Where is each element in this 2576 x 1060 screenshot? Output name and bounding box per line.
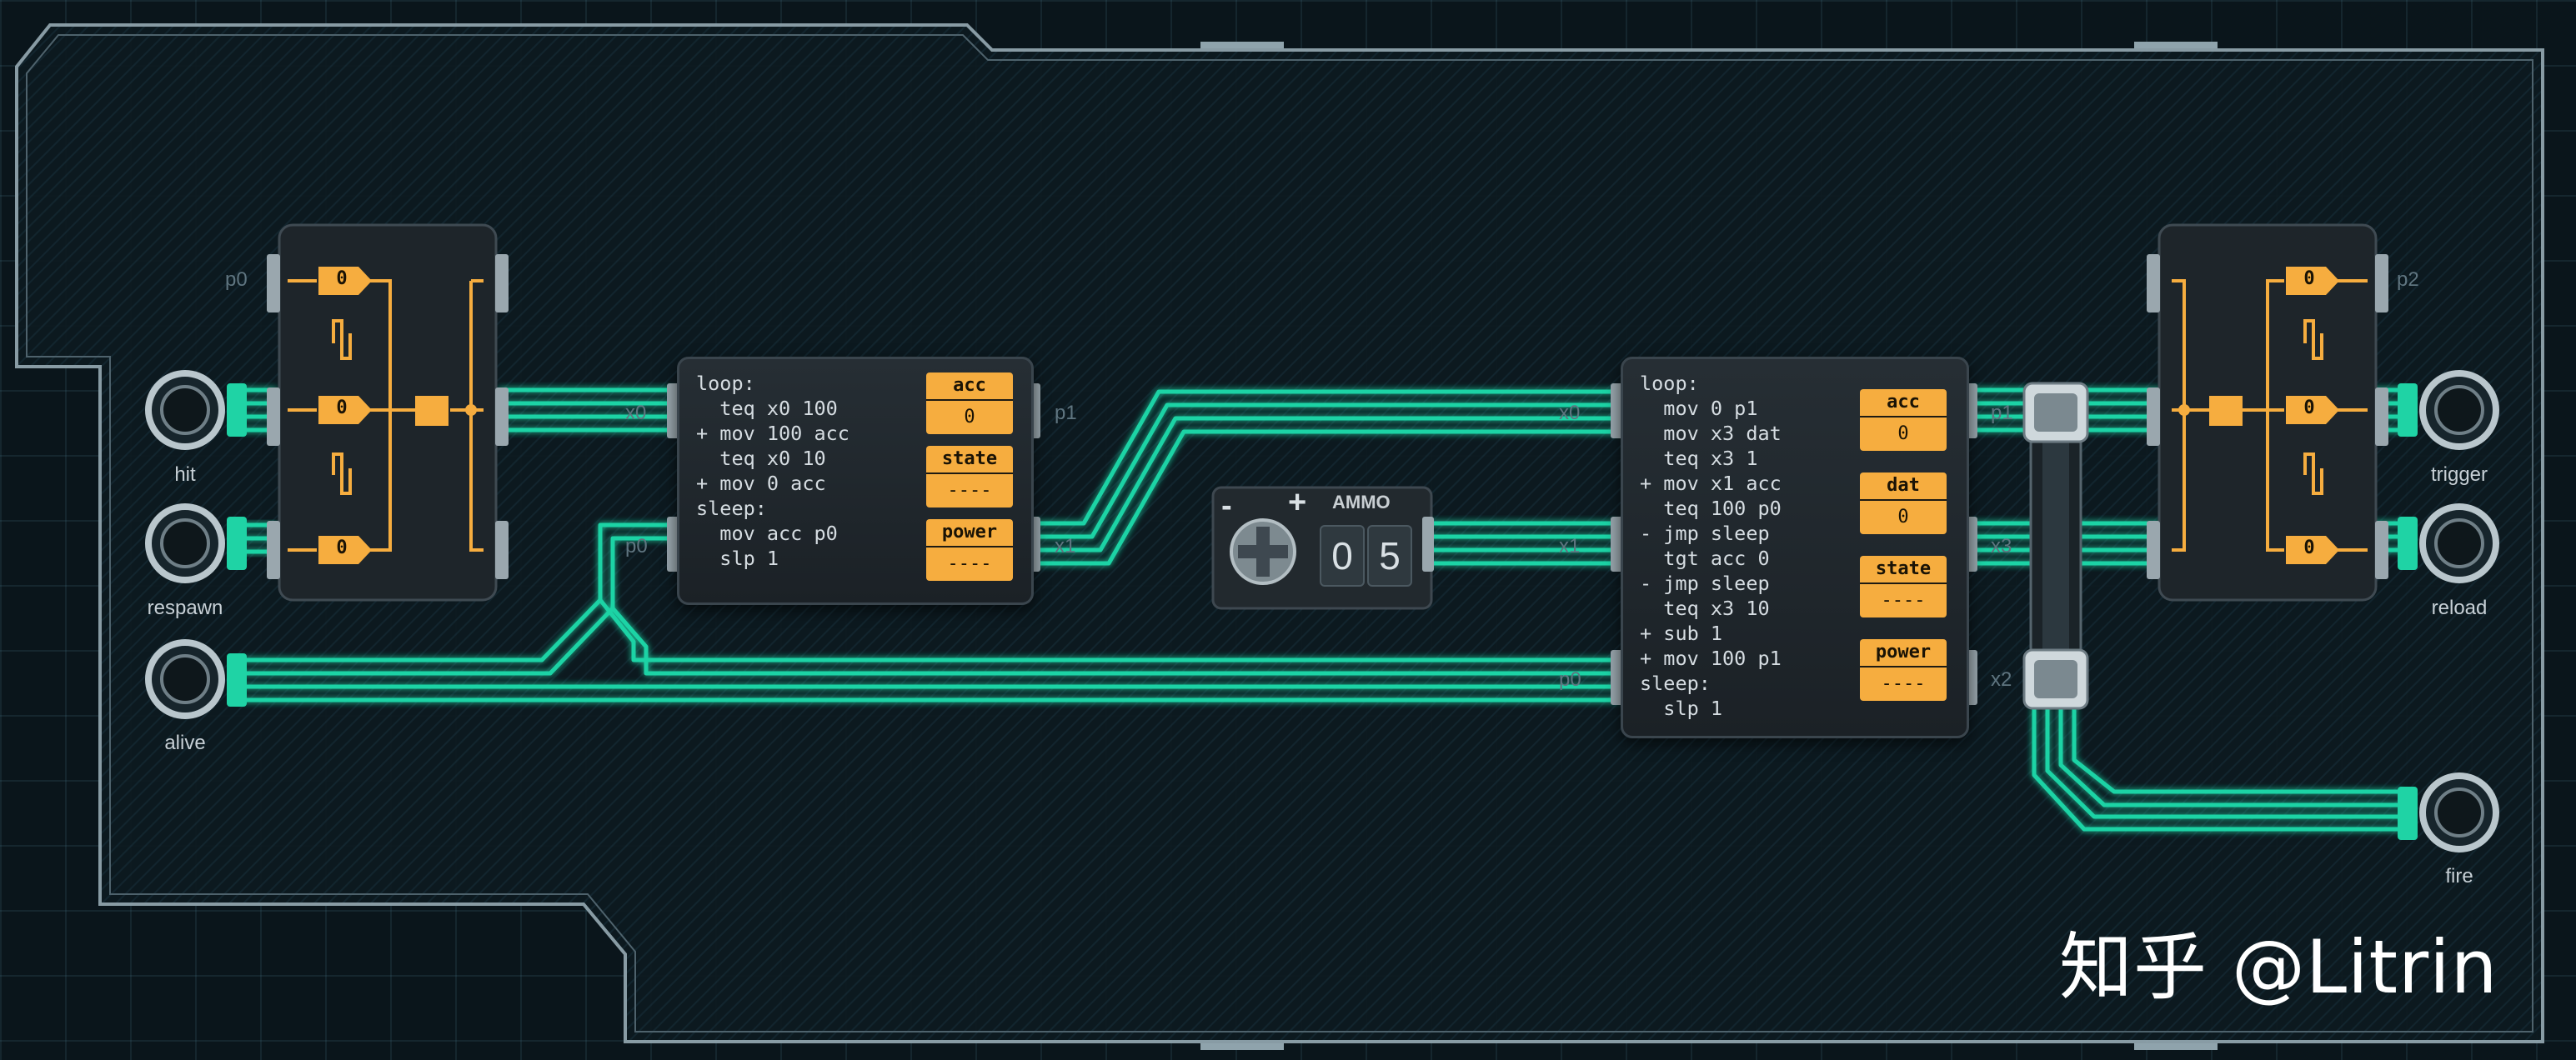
- pin-label-alive: alive: [164, 732, 206, 754]
- router-left-gate-1: 0: [336, 398, 348, 418]
- mc2-register-acc-name: acc: [1860, 389, 1947, 416]
- port-label-mc2-p0: p0: [1559, 668, 1581, 691]
- pin-label-respawn: respawn: [147, 597, 223, 619]
- port-label-mc1-x1: x1: [1055, 535, 1076, 558]
- pin-respawn-ring: [145, 503, 247, 583]
- wire-bridge: [2022, 382, 2089, 710]
- ammo-title: AMMO: [1332, 492, 1391, 512]
- wire-ammo-mc2: [1427, 521, 1620, 566]
- microcontroller-2[interactable]: loop: mov 0 p1 mov x3 dat teq x3 1 + mov…: [1621, 357, 1969, 738]
- mc2-register-power: power ----: [1860, 639, 1947, 701]
- mc2-register-dat-value: 0: [1860, 499, 1947, 534]
- router-right: [2147, 223, 2388, 602]
- mc2-register-acc-value: 0: [1860, 416, 1947, 451]
- router-right-gate-1: 0: [2303, 398, 2315, 418]
- mc1-register-acc-value: 0: [926, 399, 1013, 434]
- mc2-register-power-value: ----: [1860, 666, 1947, 701]
- port-label-mc1-x0: x0: [625, 402, 647, 424]
- pin-label-fire: fire: [2445, 865, 2473, 888]
- port-label-mc1-p0: p0: [625, 535, 648, 558]
- mc1-register-state-value: ----: [926, 472, 1013, 508]
- mc1-register-acc-name: acc: [926, 372, 1013, 399]
- port-label-right-router-p2: p2: [2397, 268, 2419, 291]
- mc1-register-power-value: ----: [926, 546, 1013, 581]
- wire-mc1-mc2: [1031, 389, 1620, 566]
- port-label-mc2-x3: x3: [1991, 535, 2012, 558]
- mc2-register-state-value: ----: [1860, 582, 1947, 618]
- wire-mc2-router: [1969, 388, 2162, 432]
- microcontroller-1[interactable]: loop: teq x0 100 + mov 100 acc teq x0 10…: [677, 357, 1034, 605]
- port-label-mc2-x0: x0: [1559, 402, 1581, 424]
- router-left-gate-2: 0: [336, 538, 348, 558]
- io-pins: [145, 370, 2499, 852]
- pin-trigger-ring: [2398, 370, 2499, 450]
- ammo-decrement-button[interactable]: -: [1221, 488, 1232, 523]
- port-label-mc1-p1: p1: [1055, 402, 1077, 424]
- wire-router-mc1: [498, 388, 676, 432]
- pin-label-reload: reload: [2431, 597, 2488, 619]
- wire-fire: [2032, 706, 2403, 832]
- pin-reload-ring: [2398, 503, 2499, 583]
- mc2-code-editor[interactable]: loop: mov 0 p1 mov x3 dat teq x3 1 + mov…: [1640, 372, 1782, 720]
- port-label-mc2-x1: x1: [1559, 535, 1581, 558]
- pin-alive-ring: [145, 639, 247, 719]
- mc1-code-editor[interactable]: loop: teq x0 100 + mov 100 acc teq x0 10…: [696, 372, 849, 570]
- mc1-register-power: power ----: [926, 519, 1013, 581]
- mc2-register-power-name: power: [1860, 639, 1947, 666]
- mc2-register-state-name: state: [1860, 556, 1947, 582]
- pin-fire-ring: [2398, 772, 2499, 852]
- router-left-gate-0: 0: [336, 268, 348, 289]
- mc1-register-state: state ----: [926, 446, 1013, 508]
- mc1-register-power-name: power: [926, 519, 1013, 546]
- ammo-increment-button[interactable]: +: [1288, 485, 1307, 520]
- ammo-digit-tens: 0: [1320, 525, 1365, 587]
- mc1-register-state-name: state: [926, 446, 1013, 472]
- pin-label-trigger: trigger: [2430, 463, 2488, 486]
- pin-hit-ring: [145, 370, 247, 450]
- board-notches: [1200, 42, 2218, 1050]
- router-right-gate-2: 0: [2303, 538, 2315, 558]
- router-right-gate-0: 0: [2303, 268, 2315, 289]
- ammo-digit-ones: 5: [1367, 525, 1412, 587]
- router-left: [267, 223, 509, 602]
- port-label-mc2-x2: x2: [1991, 668, 2012, 691]
- wire-alive: [239, 522, 1620, 702]
- mc2-register-dat-name: dat: [1860, 472, 1947, 499]
- watermark: 知乎 @Litrin: [2059, 924, 2498, 1010]
- mc2-register-dat: dat 0: [1860, 472, 1947, 534]
- mc2-register-acc: acc 0: [1860, 389, 1947, 451]
- wire-hit: [239, 388, 278, 432]
- mc2-register-state: state ----: [1860, 556, 1947, 618]
- mc1-register-acc: acc 0: [926, 372, 1013, 434]
- port-label-left-router-p0: p0: [225, 268, 248, 291]
- pin-label-hit: hit: [174, 463, 196, 486]
- port-label-mc2-p1: p1: [1991, 402, 2013, 424]
